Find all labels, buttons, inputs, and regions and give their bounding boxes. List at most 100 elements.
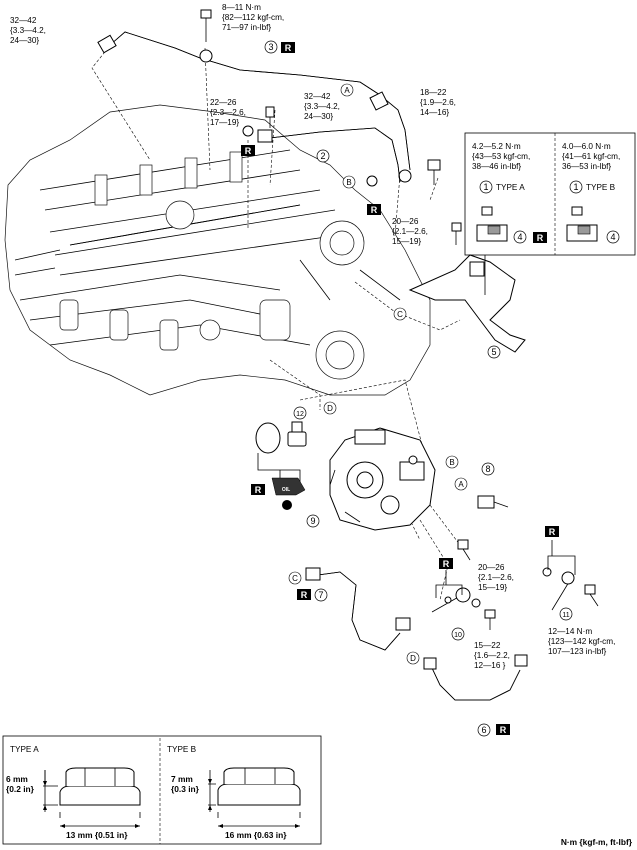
dim-type-a-title: TYPE A — [10, 745, 39, 754]
oil-leader — [257, 453, 301, 482]
svg-text:7: 7 — [318, 590, 323, 600]
svg-text:4: 4 — [610, 232, 615, 242]
svg-text:15—19}: 15—19} — [392, 237, 421, 246]
svg-text:R: R — [255, 485, 262, 495]
callout-letter-a-top: A — [340, 83, 354, 97]
svg-text:R: R — [301, 590, 308, 600]
type-a-box-label: TYPE A — [496, 183, 525, 192]
svg-text:10: 10 — [454, 632, 462, 639]
callout-4a: 4 — [513, 230, 527, 244]
svg-text:{2.3—2.6,: {2.3—2.6, — [210, 108, 246, 117]
svg-text:9: 9 — [310, 516, 315, 526]
svg-text:13 mm {0.51 in}: 13 mm {0.51 in} — [66, 830, 128, 840]
svg-text:24—30}: 24—30} — [10, 36, 39, 45]
torque-type-a-nut: 4.2—5.2 N·m {43—53 kgf-cm, 38—46 in-lbf} — [472, 142, 530, 171]
torque-clamp-bolt: 22—26 {2.3—2.6, 17—19} — [210, 98, 246, 127]
sensor-8 — [477, 495, 509, 509]
callout-letter-d-top: D — [323, 401, 337, 415]
svg-text:{41—61 kgf-cm,: {41—61 kgf-cm, — [562, 152, 620, 161]
svg-text:R: R — [537, 233, 544, 243]
svg-text:{0.2 in}: {0.2 in} — [6, 784, 35, 794]
callout-12: 12 — [293, 406, 307, 420]
bolt-top — [200, 9, 212, 42]
torque-labels: 8—11 N·m {82—112 kgf-cm, 71—97 in-lbf} 3… — [10, 3, 620, 670]
bolt-fitting — [427, 159, 441, 185]
hose-7 — [305, 567, 411, 651]
svg-text:{2.1—2.6,: {2.1—2.6, — [392, 227, 428, 236]
svg-text:15—22: 15—22 — [474, 641, 501, 650]
svg-text:4.0—6.0 N·m: 4.0—6.0 N·m — [562, 142, 611, 151]
svg-text:12—16 }: 12—16 } — [474, 661, 506, 670]
nut-dimension-panel: TYPE A TYPE B 6 mm {0.2 in} 13 mm {0.51 … — [2, 735, 322, 845]
callout-letter-a-pump: A — [454, 477, 468, 491]
callout-7: 7 — [314, 588, 328, 602]
callout-9: 9 — [306, 514, 320, 528]
replace-marks: R R R R R R R R R — [241, 42, 559, 735]
o-ring — [255, 422, 281, 454]
type-b-box-label: TYPE B — [586, 183, 616, 192]
torque-pipe-left: 32—42 {3.3—4.2, 24—30} — [10, 16, 46, 45]
bolt-pump — [457, 539, 471, 561]
svg-text:{43—53 kgf-cm,: {43—53 kgf-cm, — [472, 152, 530, 161]
callout-6: 6 — [477, 723, 491, 737]
svg-text:38—46 in-lbf}: 38—46 in-lbf} — [472, 162, 521, 171]
r-mark-type-a: R — [533, 232, 547, 243]
svg-text:1: 1 — [483, 182, 488, 192]
r-bracket-right — [547, 540, 576, 575]
torque-top-bolt: 8—11 N·m {82—112 kgf-cm, 71—97 in-lbf} — [222, 3, 284, 32]
svg-text:6 mm: 6 mm — [6, 774, 28, 784]
svg-text:16 mm {0.63 in}: 16 mm {0.63 in} — [225, 830, 287, 840]
r-bracket-banjo — [435, 570, 463, 598]
svg-text:C: C — [292, 574, 298, 583]
r-mark-clamp: R — [241, 145, 255, 156]
bolt-bracket — [451, 222, 462, 245]
svg-text:{1.9—2.6,: {1.9—2.6, — [420, 98, 456, 107]
r-mark-pipe3: R — [281, 42, 295, 53]
injection-pipe-2 — [242, 106, 401, 183]
svg-text:3: 3 — [268, 42, 273, 52]
torque-pipe-right: 32—42 {3.3—4.2, 24—30} — [304, 92, 340, 121]
svg-text:{82—112 kgf-cm,: {82—112 kgf-cm, — [222, 13, 284, 22]
svg-text:6: 6 — [481, 725, 486, 735]
svg-text:4: 4 — [517, 232, 522, 242]
banjo-fitting-10 — [431, 587, 496, 630]
svg-text:11: 11 — [562, 612, 569, 619]
oil-label: OIL — [282, 487, 290, 493]
svg-text:R: R — [285, 43, 292, 53]
callout-letter-c-hose: C — [288, 571, 302, 585]
callout-letter-b-top: B — [342, 175, 356, 189]
svg-text:5: 5 — [491, 347, 496, 357]
type-box — [464, 132, 636, 256]
svg-text:C: C — [397, 310, 403, 319]
svg-text:12—14 N·m: 12—14 N·m — [548, 627, 592, 636]
svg-text:A: A — [344, 86, 350, 95]
part-callouts: 3 2 1 1 4 4 5 12 8 9 7 10 11 6 — [264, 40, 620, 737]
r-mark-return: R — [545, 526, 559, 537]
hose-6 — [423, 654, 528, 701]
svg-text:36—53 in-lbf}: 36—53 in-lbf} — [562, 162, 611, 171]
svg-text:B: B — [346, 178, 351, 187]
svg-text:R: R — [443, 559, 450, 569]
callout-1a: 1 — [479, 180, 493, 194]
torque-bracket-bolt: 20—26 {2.1—2.6, 15—19} — [392, 217, 428, 246]
torque-type-b-nut: 4.0—6.0 N·m {41—61 kgf-cm, 36—53 in-lbf} — [562, 142, 620, 171]
torque-banjo-bolt: 15—22 {1.6—2.2, 12—16 } — [474, 641, 510, 670]
callout-letter-d-hose: D — [406, 651, 420, 665]
svg-text:22—26: 22—26 — [210, 98, 237, 107]
bracket-5 — [408, 254, 526, 353]
svg-text:15—19}: 15—19} — [478, 583, 507, 592]
svg-text:{123—142 kgf-cm,: {123—142 kgf-cm, — [548, 637, 615, 646]
r-mark-banjo: R — [439, 558, 453, 569]
callout-2: 2 — [316, 149, 330, 163]
callout-letter-c-top: C — [393, 307, 407, 321]
svg-text:{3.3—4.2,: {3.3—4.2, — [304, 102, 340, 111]
svg-text:24—30}: 24—30} — [304, 112, 333, 121]
svg-text:32—42: 32—42 — [304, 92, 331, 101]
washer-b — [366, 175, 378, 187]
svg-text:17—19}: 17—19} — [210, 118, 239, 127]
svg-text:D: D — [410, 654, 416, 663]
callout-1b: 1 — [569, 180, 583, 194]
torque-return-bolt: 12—14 N·m {123—142 kgf-cm, 107—123 in-lb… — [548, 627, 615, 656]
svg-text:14—16}: 14—16} — [420, 108, 449, 117]
